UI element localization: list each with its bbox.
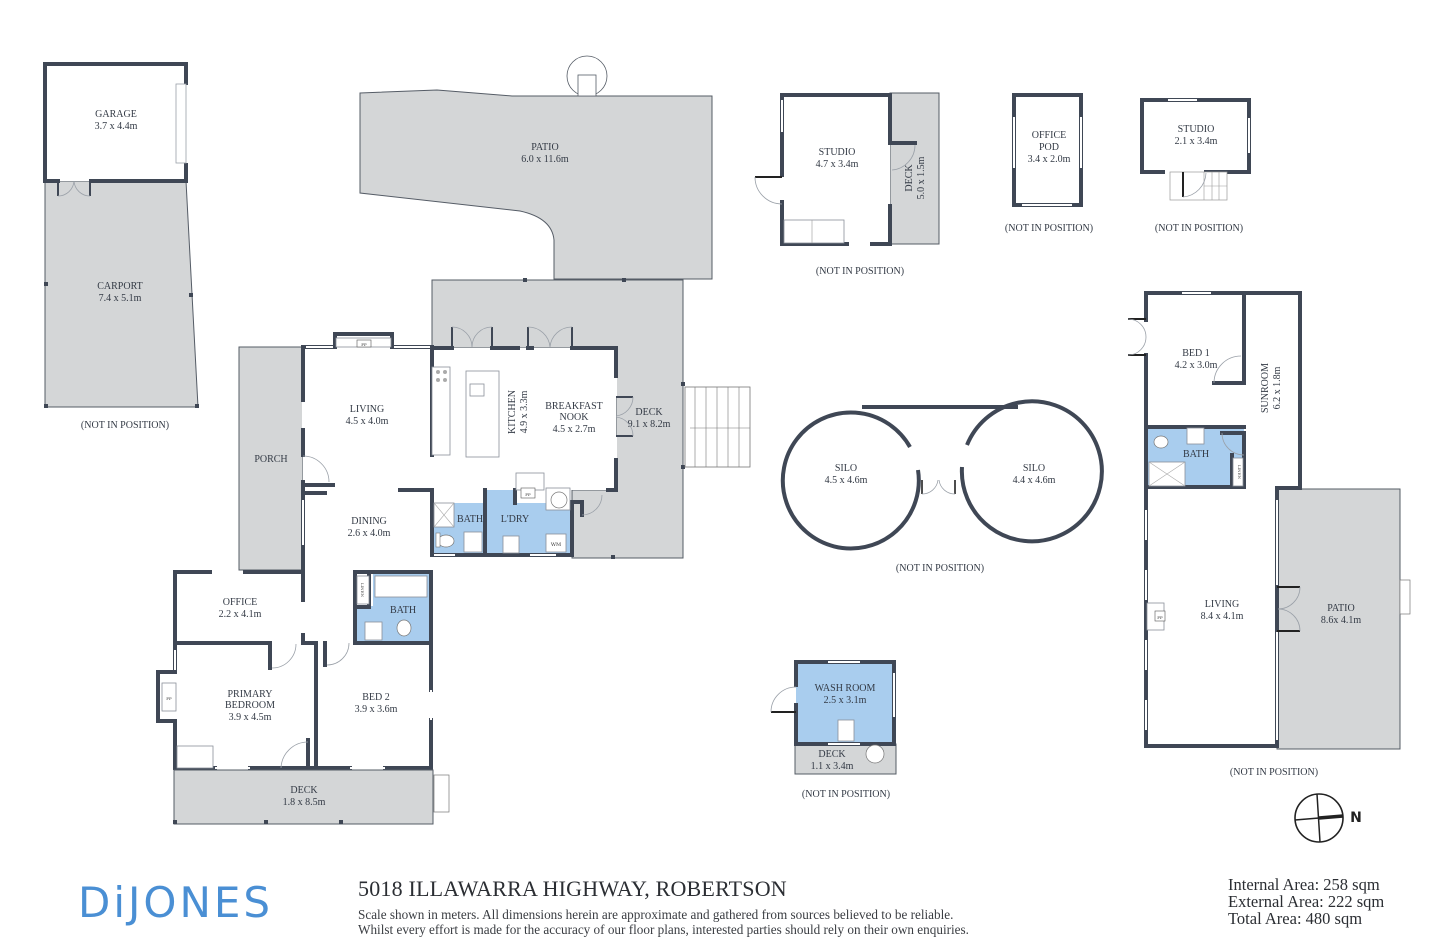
area-summary: Internal Area: 258 sqm External Area: 22…	[1228, 876, 1384, 927]
silo-left-label: SILO	[835, 463, 857, 474]
silo-right-dim: 4.4 x 4.6m	[1013, 475, 1056, 486]
not-in-position-carport: (NOT IN POSITION)	[81, 420, 169, 431]
garage-label: GARAGE	[95, 109, 137, 120]
deck-wash-dim: 1.1 x 3.4m	[811, 761, 854, 772]
porch-label: PORCH	[254, 454, 287, 465]
garage-carport-building: GARAGE 3.7 x 4.4m CARPORT 7.4 x 5.1m (NO…	[43, 62, 199, 431]
external-area: External Area: 222 sqm	[1228, 892, 1385, 911]
total-area: Total Area: 480 sqm	[1228, 909, 1363, 928]
office-pod-building: OFFICE POD 3.4 x 2.0m (NOT IN POSITION)	[1005, 93, 1093, 234]
disclaimer-line-2: Whilst every effort is made for the accu…	[358, 922, 969, 937]
bath-cottage-label: BATH	[1183, 449, 1209, 460]
studio-small-label: STUDIO	[1178, 124, 1215, 135]
office-label: OFFICE	[223, 597, 257, 608]
deck-studio-label: DECK	[904, 164, 915, 192]
breakfast-nook-label-1: BREAKFAST	[545, 401, 603, 412]
floor-plan: GARAGE 3.7 x 4.4m CARPORT 7.4 x 5.1m (NO…	[43, 55, 1411, 843]
office-pod-dim: 3.4 x 2.0m	[1028, 154, 1071, 165]
bed1-dim: 4.2 x 3.0m	[1175, 360, 1218, 371]
disclaimer: Scale shown in meters. All dimensions he…	[358, 907, 969, 937]
main-house: PATIO 6.0 x 11.6m DECK 9.1 x 8.2m PORCH	[156, 55, 751, 825]
porch-area	[238, 346, 304, 571]
patio-cottage-dim: 8.6x 4.1m	[1321, 615, 1362, 626]
primary-bedroom-dim: 3.9 x 4.5m	[229, 712, 272, 723]
kitchen-dim: 4.9 x 3.3m	[519, 390, 530, 433]
garage-dim: 3.7 x 4.4m	[95, 121, 138, 132]
garage-area	[45, 64, 186, 181]
deck-front-label: DECK	[290, 785, 318, 796]
disclaimer-line-1: Scale shown in meters. All dimensions he…	[358, 907, 954, 922]
bath-main-label: BATH	[390, 605, 416, 616]
compass-north-label: N	[1350, 810, 1362, 826]
fireplace-cottage-label: FP	[1157, 615, 1163, 620]
patio-main-label: PATIO	[531, 142, 558, 153]
breakfast-nook-label-2: NOOK	[560, 412, 590, 423]
not-in-position-studio-small: (NOT IN POSITION)	[1155, 223, 1243, 234]
bed2-label: BED 2	[362, 692, 390, 703]
footer: DiJONES 5018 ILLAWARRA HIGHWAY, ROBERTSO…	[0, 870, 1440, 949]
sunroom-dim: 6.2 x 1.8m	[1272, 366, 1283, 409]
dining-label: DINING	[351, 516, 387, 527]
office-pod-label-1: OFFICE	[1032, 130, 1066, 141]
not-in-position-wash-room: (NOT IN POSITION)	[802, 789, 890, 800]
property-address: 5018 ILLAWARRA HIGHWAY, ROBERTSON	[358, 876, 787, 901]
patio-cottage-area	[1276, 488, 1401, 750]
deck-studio-dim: 5.0 x 1.5m	[916, 156, 927, 199]
not-in-position-cottage: (NOT IN POSITION)	[1230, 767, 1318, 778]
living-main-label: LIVING	[350, 404, 384, 415]
studio-small-building: STUDIO 2.1 x 3.4m (NOT IN POSITION)	[1140, 98, 1251, 234]
compass-icon: N	[1294, 793, 1362, 843]
primary-bedroom-label-2: BEDROOM	[225, 700, 275, 711]
office-pod-label-2: POD	[1039, 142, 1059, 153]
breakfast-nook-dim: 4.5 x 2.7m	[553, 424, 596, 435]
dining-dim: 2.6 x 4.0m	[348, 528, 391, 539]
deck-stairs	[684, 386, 751, 468]
bed1-label: BED 1	[1182, 348, 1210, 359]
office-dim: 2.2 x 4.1m	[219, 609, 262, 620]
carport-label: CARPORT	[97, 281, 143, 292]
not-in-position-studio-large: (NOT IN POSITION)	[816, 266, 904, 277]
not-in-position-office-pod: (NOT IN POSITION)	[1005, 223, 1093, 234]
deck-front-area	[173, 769, 434, 825]
linen-cottage-label: LINEN	[1237, 465, 1242, 480]
fireplace-main-living-label: FP	[361, 342, 367, 347]
wash-room-label: WASH ROOM	[815, 683, 876, 694]
laundry-label: L'DRY	[501, 514, 529, 525]
primary-bedroom-label-1: PRIMARY	[227, 689, 272, 700]
studio-large-building: STUDIO 4.7 x 3.4m DECK 5.0 x 1.5m (NOT I…	[754, 92, 940, 277]
wash-room-building: WASH ROOM 2.5 x 3.1m DECK 1.1 x 3.4m (NO…	[770, 660, 897, 800]
silo-left-dim: 4.5 x 4.6m	[825, 475, 868, 486]
carport-dim: 7.4 x 5.1m	[99, 293, 142, 304]
bath-laundry-label: BATH	[457, 514, 483, 525]
living-cottage-label: LIVING	[1205, 599, 1239, 610]
deck-front-dim: 1.8 x 8.5m	[283, 797, 326, 808]
internal-area: Internal Area: 258 sqm	[1228, 875, 1380, 894]
studio-small-dim: 2.1 x 3.4m	[1175, 136, 1218, 147]
fireplace-primary-label: FP	[166, 696, 172, 701]
kitchen-label: KITCHEN	[507, 390, 518, 434]
fireplace-laundry-label: FP	[525, 492, 531, 497]
wash-room-dim: 2.5 x 3.1m	[824, 695, 867, 706]
sunroom-label: SUNROOM	[1260, 363, 1271, 413]
living-cottage-dim: 8.4 x 4.1m	[1201, 611, 1244, 622]
deck-wash-label: DECK	[818, 749, 846, 760]
dijones-logo: DiJONES	[78, 878, 274, 927]
cottage-building: LINEN FP BED 1 4.2 x 3.0m SUNROOM 6.2 x …	[1127, 291, 1411, 778]
washing-machine-label: WM	[551, 542, 561, 548]
studio-large-label: STUDIO	[819, 147, 856, 158]
deck-main-label: DECK	[635, 407, 663, 418]
patio-cottage-label: PATIO	[1327, 603, 1354, 614]
patio-main-dim: 6.0 x 11.6m	[521, 154, 569, 165]
living-main-dim: 4.5 x 4.0m	[346, 416, 389, 427]
studio-large-dim: 4.7 x 3.4m	[816, 159, 859, 170]
not-in-position-silos: (NOT IN POSITION)	[896, 563, 984, 574]
deck-main-dim: 9.1 x 8.2m	[628, 419, 671, 430]
patio-main-area	[359, 89, 713, 280]
bed2-dim: 3.9 x 3.6m	[355, 704, 398, 715]
linen-main-label: LINEN	[360, 583, 365, 598]
silos-building: SILO 4.5 x 4.6m SILO 4.4 x 4.6m (NOT IN …	[780, 399, 1104, 574]
silo-right-label: SILO	[1023, 463, 1045, 474]
